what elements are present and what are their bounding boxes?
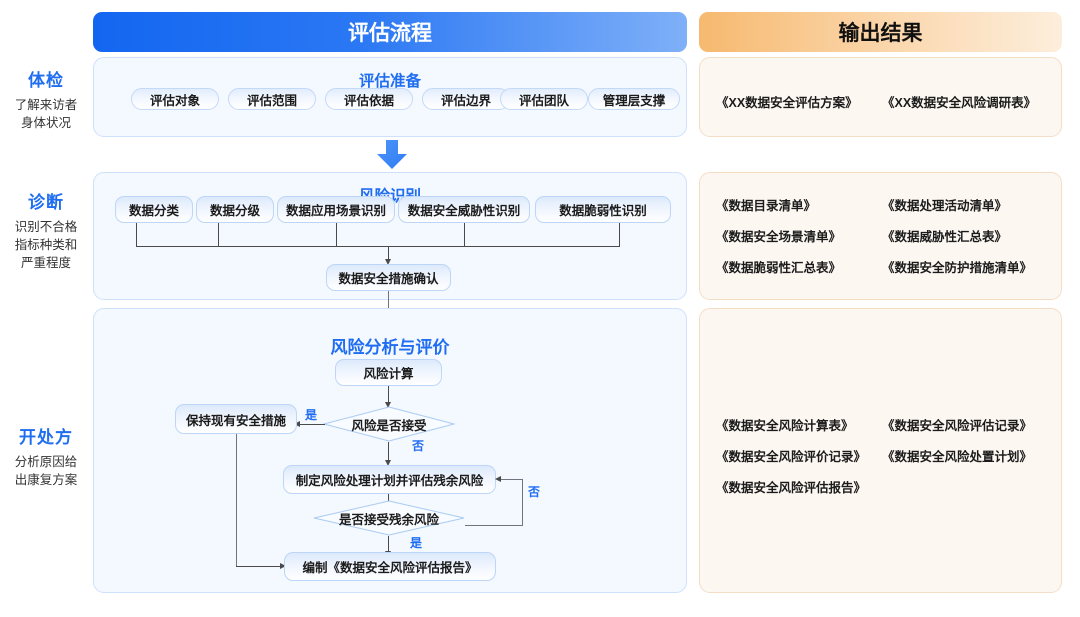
section-title: 评估准备 (358, 73, 421, 90)
node-security-measure-confirmation[interactable]: 数据安全措施确认 (326, 264, 451, 291)
output-doc: 《XX数据安全评估方案》 (716, 96, 858, 110)
stage-label-checkup: 体检 了解来访者 身体状况 (2, 66, 90, 132)
output-doc: 《数据安全风险评估记录》 (882, 419, 1033, 433)
node-data-scenario-identification[interactable]: 数据应用场景识别 (277, 196, 395, 223)
connector (236, 434, 237, 566)
decision-label: 是否接受残余风险 (338, 512, 439, 527)
connector-bus (136, 246, 620, 247)
decision-label: 风险是否接受 (351, 418, 427, 433)
output-doc: 《数据安全风险处置计划》 (882, 450, 1033, 464)
output-doc: 《数据安全风险计算表》 (716, 419, 854, 433)
connector (619, 223, 620, 246)
output-doc: 《数据安全风险评估报告》 (716, 481, 867, 495)
node-data-threat-identification[interactable]: 数据安全威胁性识别 (398, 196, 530, 223)
connector (388, 386, 389, 404)
section-flow-arrow-icon (375, 140, 409, 170)
node-compile-assessment-report[interactable]: 编制《数据安全风险评估报告》 (284, 552, 496, 581)
pill-management-support[interactable]: 管理层支撑 (588, 88, 680, 110)
output-doc: 《数据脆弱性汇总表》 (716, 261, 842, 275)
decision-residual-risk-acceptable[interactable]: 是否接受残余风险 (313, 500, 465, 536)
connector (218, 223, 219, 246)
connector (388, 536, 389, 554)
connector (136, 223, 137, 246)
node-risk-treatment-plan[interactable]: 制定风险处理计划并评估残余风险 (283, 465, 496, 494)
pill-assessment-object[interactable]: 评估对象 (131, 88, 219, 110)
output-doc: 《数据安全风险评价记录》 (716, 450, 867, 464)
stage-desc: 分析原因给 出康复方案 (14, 455, 78, 488)
branch-label-no: 否 (412, 439, 425, 453)
pill-assessment-scope[interactable]: 评估范围 (228, 88, 316, 110)
connector (464, 223, 465, 246)
output-doc: 《数据处理活动清单》 (882, 199, 1008, 213)
stage-desc: 识别不合格 指标种类和 严重程度 (14, 220, 78, 271)
output-doc: 《数据安全防护措施清单》 (882, 261, 1033, 275)
decision-risk-acceptable[interactable]: 风险是否接受 (323, 406, 455, 442)
connector (522, 479, 523, 526)
output-panel-analysis: 《数据安全风险计算表》 《数据安全风险评价记录》 《数据安全风险评估报告》 《数… (699, 308, 1062, 593)
stage-title: 诊断 (28, 193, 64, 212)
arrow-head-icon (385, 259, 391, 265)
connector (236, 566, 281, 567)
connector (388, 291, 389, 320)
branch-label-yes: 是 (410, 536, 423, 550)
branch-label-no: 否 (528, 485, 541, 499)
stage-label-prescription: 开处方 分析原因给 出康复方案 (2, 423, 90, 489)
output-panel-identification: 《数据目录清单》 《数据安全场景清单》 《数据脆弱性汇总表》 《数据处理活动清单… (699, 172, 1062, 300)
pill-assessment-boundary[interactable]: 评估边界 (422, 88, 510, 110)
arrow-head-icon (385, 460, 391, 466)
header-output-results: 输出结果 (699, 12, 1062, 52)
output-panel-preparation: 《XX数据安全评估方案》 《XX数据安全风险调研表》 (699, 57, 1062, 137)
arrow-head-icon (495, 476, 501, 482)
connector (297, 424, 325, 425)
connector (336, 223, 337, 246)
connector (499, 479, 523, 480)
arrow-head-icon (280, 563, 286, 569)
connector (465, 525, 523, 526)
connector (388, 246, 389, 262)
node-keep-existing-measures[interactable]: 保持现有安全措施 (175, 404, 297, 434)
output-doc: 《XX数据安全风险调研表》 (882, 96, 1037, 110)
node-data-vulnerability-identification[interactable]: 数据脆弱性识别 (535, 196, 671, 223)
connector (388, 442, 389, 463)
pill-assessment-team[interactable]: 评估团队 (500, 88, 588, 110)
panel-risk-analysis-evaluation: 风险分析与评价 (93, 308, 687, 593)
header-assessment-process: 评估流程 (93, 12, 687, 52)
node-risk-calculation[interactable]: 风险计算 (335, 359, 442, 386)
arrow-head-icon (294, 421, 300, 427)
node-data-classification[interactable]: 数据分类 (115, 196, 193, 223)
output-doc: 《数据威胁性汇总表》 (882, 230, 1008, 244)
stage-title: 体检 (28, 71, 64, 90)
branch-label-yes: 是 (305, 408, 318, 422)
section-title: 风险分析与评价 (330, 338, 450, 357)
stage-title: 开处方 (19, 428, 73, 447)
output-doc: 《数据目录清单》 (716, 199, 817, 213)
stage-label-diagnosis: 诊断 识别不合格 指标种类和 严重程度 (2, 188, 90, 272)
arrow-head-icon (385, 402, 391, 408)
pill-assessment-basis[interactable]: 评估依据 (325, 88, 413, 110)
output-doc: 《数据安全场景清单》 (716, 230, 842, 244)
node-data-grading[interactable]: 数据分级 (196, 196, 274, 223)
stage-desc: 了解来访者 身体状况 (14, 98, 78, 131)
